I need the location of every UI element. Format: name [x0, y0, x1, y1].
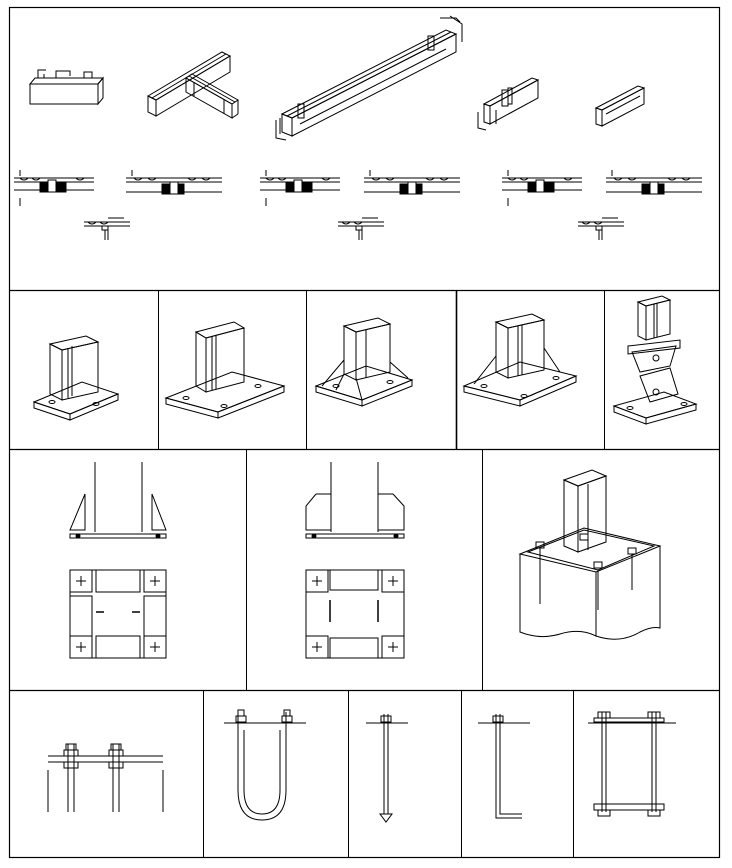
base-elevation-plan-2-drawing [305, 462, 405, 659]
u-bolt-drawing [224, 709, 306, 821]
l-anchor-bolt-drawing [478, 714, 530, 819]
anchor-cage-drawing [588, 711, 676, 817]
base-elevation-plan-1-drawing [69, 462, 167, 659]
sheet-grid [8, 6, 721, 859]
t-channel-joint-drawing [146, 51, 239, 119]
anchor-pair-section-drawing [47, 743, 164, 812]
hanger-details [84, 217, 624, 240]
long-channel-rail-drawing [275, 15, 463, 141]
anchored-base-on-pier-drawing [518, 469, 662, 640]
side-gusset-base-drawing [462, 313, 578, 407]
channel-splice-drawing [477, 77, 540, 131]
channel-short-piece-drawing [594, 85, 646, 127]
gusset-base-drawing [314, 317, 414, 407]
wide-base-drawing [164, 321, 286, 419]
channel-clip-drawing [28, 69, 105, 106]
plain-base-drawing [32, 335, 120, 421]
floor-sections [14, 170, 702, 206]
straight-anchor-bolt-drawing [366, 714, 408, 823]
pivot-base-drawing [612, 295, 698, 425]
